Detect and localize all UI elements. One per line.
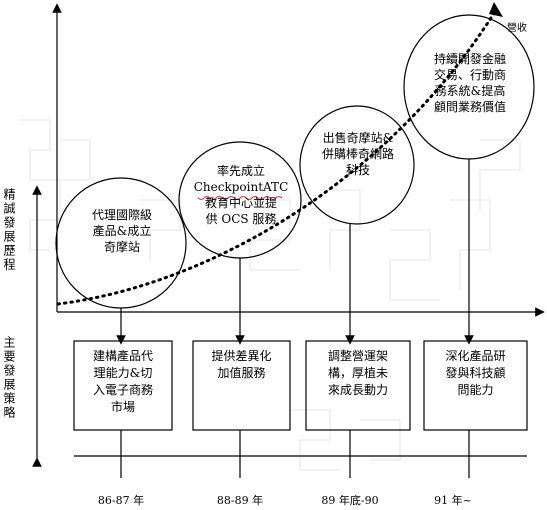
milestone-2-line-1: 率先成立 [216,164,265,178]
strategy-3-line-3: 來成長動力 [327,383,388,397]
milestone-3-line-3: 科技 [345,163,370,177]
milestone-3-line-2: 併購棒奇網路 [321,147,394,161]
milestone-4-line-3: 務系統&提高 [434,84,506,98]
strategy-box-4 [423,340,528,431]
milestone-text-3: 出售奇摩站& 併購棒奇網路 科技 [304,130,412,178]
strategy-1-line-3: 入電子商務 [92,383,153,397]
milestone-1-line-2: 產品&成立 [92,224,152,238]
period-label-2: 88-89 年 [216,494,264,507]
strategy-4-line-2: 發與科技顧 [445,366,506,380]
strategy-text-4: 深化產品研 發與科技顧 問能力 [426,348,525,399]
strategy-box-3 [305,340,411,431]
milestone-text-4: 持續開發金融 交易、行動商 務系統&提高 顧問業務價值 [416,51,524,115]
milestone-circle-3 [299,105,415,225]
revenue-label: 營收 [507,23,527,34]
milestone-text-2: 率先成立 CheckpointATC 教育中心並提 供 OCS 服務 [186,163,296,227]
axis-label-history: 精誠發展歷程 [2,188,16,272]
milestone-text-1: 代理國際級 產品&成立 奇摩站 [70,207,174,255]
milestone-1-line-1: 代理國際級 [91,208,152,222]
strategy-box-1 [73,340,173,431]
strategy-text-1: 建構產品代 理能力&切 入電子商務 市場 [76,348,170,416]
period-label-1: 86-87 年 [97,494,145,507]
revenue-curve [56,8,498,306]
strategy-3-line-1: 調整營運架 [327,349,388,363]
strategy-4-line-1: 深化產品研 [445,349,506,363]
milestone-4-line-1: 持續開發金融 [433,52,506,66]
milestone-1-line-3: 奇摩站 [103,240,140,254]
strategy-2-line-1: 提供差異化 [211,349,272,363]
spellcheck-underline [197,196,283,200]
period-label-3: 89 年底-90 [321,494,379,507]
milestone-3-line-1: 出售奇摩站& [322,131,394,145]
period-label-4: 91 年~ [434,494,472,507]
milestone-4-line-2: 交易、行動商 [433,68,506,82]
strategy-box-2 [192,340,291,431]
milestone-2-line-4: 供 OCS 服務 [205,212,277,226]
strategy-1-line-2: 理能力&切 [93,366,153,380]
axis-label-strategy: 主要發展策略 [2,336,16,420]
strategy-1-line-1: 建構產品代 [92,349,153,363]
revenue-curve-arrowhead [489,2,503,17]
milestone-2-line-2: CheckpointATC [193,180,289,194]
strategy-1-line-4: 市場 [110,400,135,414]
strategy-text-2: 提供差異化 加值服務 [195,348,288,382]
strategy-text-3: 調整營運架 構，厚植未 來成長動力 [308,348,408,399]
strategy-4-line-3: 問能力 [457,383,494,397]
strategy-3-line-2: 構，厚植未 [327,366,388,380]
milestone-4-line-4: 顧問業務價值 [433,100,506,114]
strategy-2-line-2: 加值服務 [217,366,266,380]
background-pattern [20,119,521,471]
milestone-2-line-3: 教育中心並提 [204,196,277,210]
